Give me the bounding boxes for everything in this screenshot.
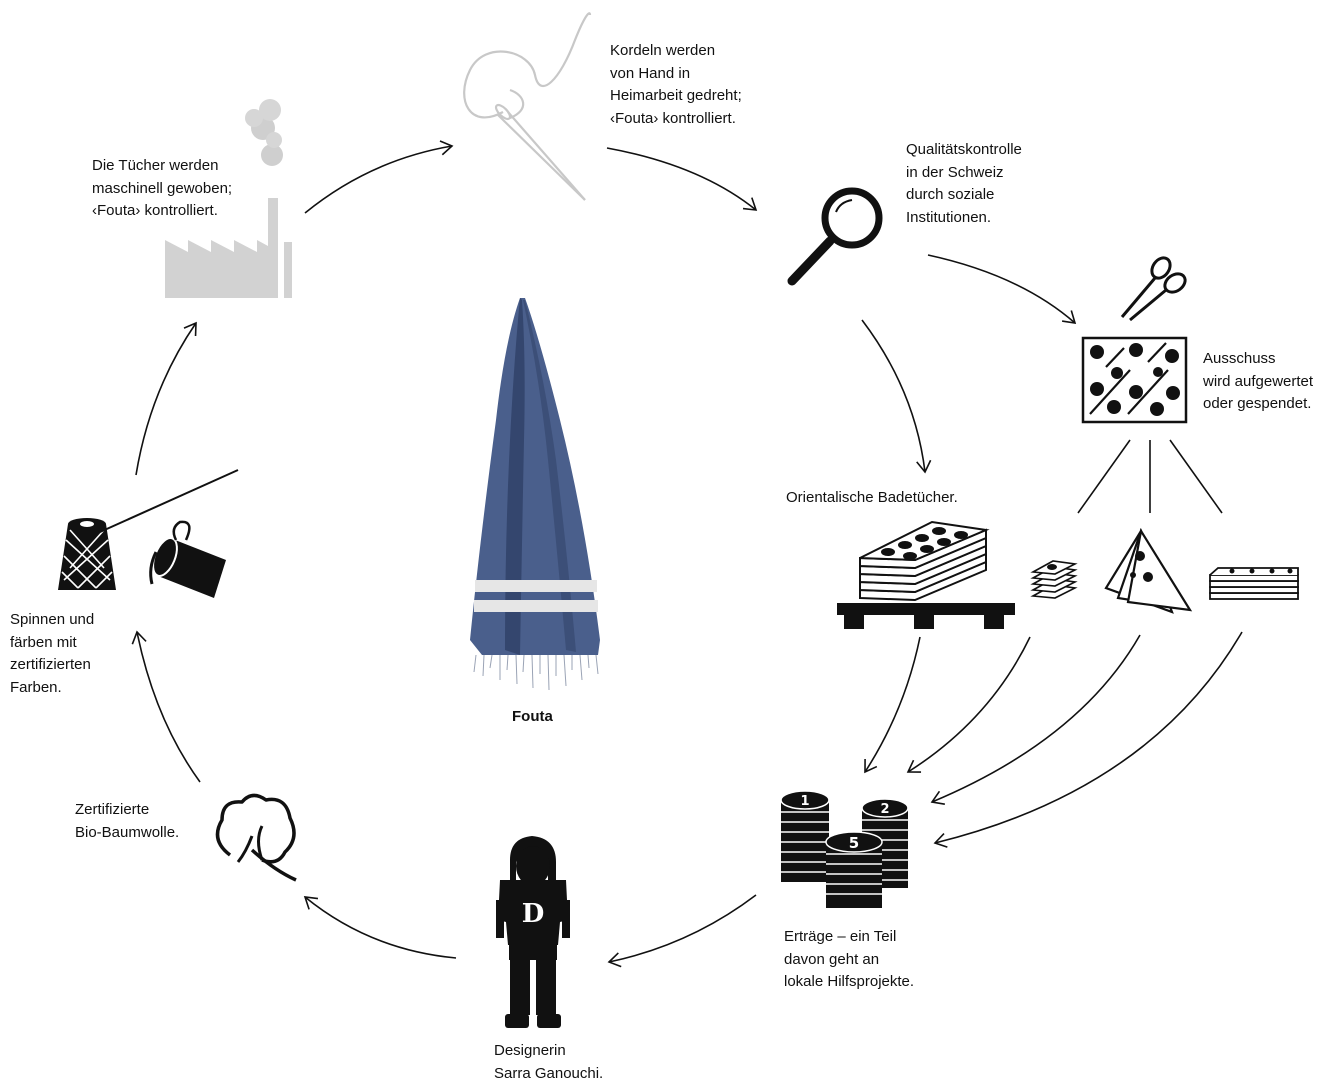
towels-label: Orientalische Badetücher.: [786, 489, 958, 506]
cotton-label: Zertifizierte Bio-Baumwolle.: [75, 801, 180, 841]
arrow-quality-to-towels: [861, 319, 932, 474]
quality-label: Qualitätskontrolle in der Schweiz durch …: [906, 141, 1022, 226]
paint-bucket-icon: [149, 520, 226, 598]
fouta-caption: Fouta: [512, 708, 553, 725]
coin-stack-1: 1: [780, 790, 830, 882]
coin-stack-5: 5: [825, 831, 883, 908]
arrow-spinning-to-factory: [135, 321, 197, 476]
cords-label: Kordeln werden von Hand in Heimarbeit ge…: [610, 42, 742, 127]
scrap-branch-right: [1169, 439, 1223, 514]
arrow-designer-to-cotton: [303, 896, 457, 959]
coin-label-5: 5: [849, 834, 859, 852]
coin-label-2: 2: [880, 802, 889, 817]
arrow-small-to-revenue: [906, 636, 1031, 773]
scrap-fabric-icon: [1081, 336, 1188, 424]
cotton-icon: [215, 793, 297, 882]
designer-figure-icon: D: [496, 836, 570, 1028]
cycle-arrows: [131, 140, 1243, 968]
folded-triangles-icon: [1104, 527, 1193, 614]
spinning-label: Spinnen und färben mit zertifizierten Fa…: [10, 611, 95, 696]
arrow-stack-to-revenue: [933, 631, 1243, 848]
small-pieces-icon: [1030, 560, 1078, 599]
arrow-revenue-to-designer: [607, 894, 757, 968]
flat-stack-icon: [1209, 567, 1299, 600]
arrow-folded-to-revenue: [930, 634, 1141, 805]
fouta-towel-image: [470, 298, 600, 691]
magnifier-icon: [787, 187, 883, 286]
revenue-label: Erträge – ein Teil davon geht an lokale …: [784, 928, 915, 990]
scrap-branch-left: [1077, 439, 1131, 514]
arrow-quality-to-scrap: [927, 254, 1077, 324]
needle-icon: [463, 12, 592, 201]
arrow-factory-to-cords: [304, 140, 454, 214]
arrow-towels-to-revenue: [864, 636, 921, 774]
coin-label-1: 1: [800, 794, 809, 809]
scrap-label: Ausschuss wird aufgewertet oder gespende…: [1203, 350, 1314, 412]
scissors-icon: [1120, 256, 1187, 322]
coin-stacks-icon: 1 2 5: [780, 790, 909, 908]
arrow-cotton-to-spinning: [131, 630, 201, 783]
designer-label: Designerin Sarra Ganouchi.: [494, 1042, 604, 1082]
yarn-spool-icon: [58, 469, 239, 590]
shirt-letter: D: [522, 899, 545, 929]
towel-stack-icon: [837, 520, 1015, 629]
factory-label-text: Die Tücher werden maschinell gewoben; ‹F…: [92, 157, 233, 219]
factory-icon: [165, 99, 292, 298]
arrow-cords-to-quality: [606, 147, 758, 211]
